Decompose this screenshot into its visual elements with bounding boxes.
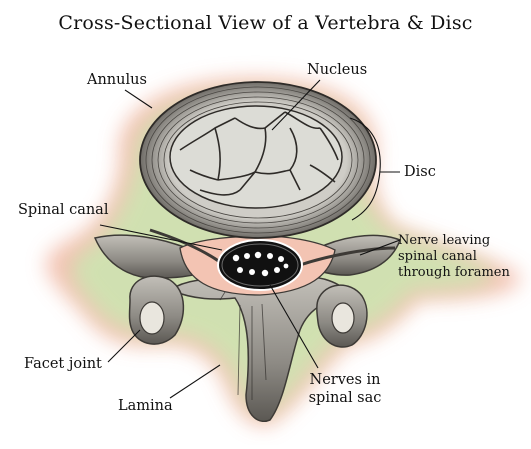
nucleus bbox=[170, 106, 342, 208]
leader-annulus bbox=[125, 90, 152, 108]
label-nerve-leaving-line-1: Nerve leaving bbox=[398, 233, 490, 248]
facet-joint-surface-left bbox=[140, 302, 164, 334]
spinal-sac bbox=[218, 240, 302, 290]
label-nerve-leaving-line-3: through foramen bbox=[398, 265, 510, 280]
label-nucleus: Nucleus bbox=[307, 62, 367, 79]
label-spinal-canal: Spinal canal bbox=[18, 202, 108, 219]
diagram-title: Cross-Sectional View of a Vertebra & Dis… bbox=[0, 12, 531, 34]
label-annulus: Annulus bbox=[87, 72, 147, 89]
label-nerve-leaving-line-2: spinal canal bbox=[398, 249, 477, 264]
label-facet-joint: Facet joint bbox=[24, 356, 102, 373]
label-disc: Disc bbox=[404, 164, 436, 181]
label-lamina: Lamina bbox=[118, 398, 173, 415]
label-nerves-in-sac-line-2: spinal sac bbox=[300, 390, 390, 407]
leader-lamina bbox=[170, 365, 220, 398]
facet-joint-surface-right bbox=[332, 303, 354, 333]
label-nerves-in-sac-line-1: Nerves in bbox=[300, 372, 390, 389]
